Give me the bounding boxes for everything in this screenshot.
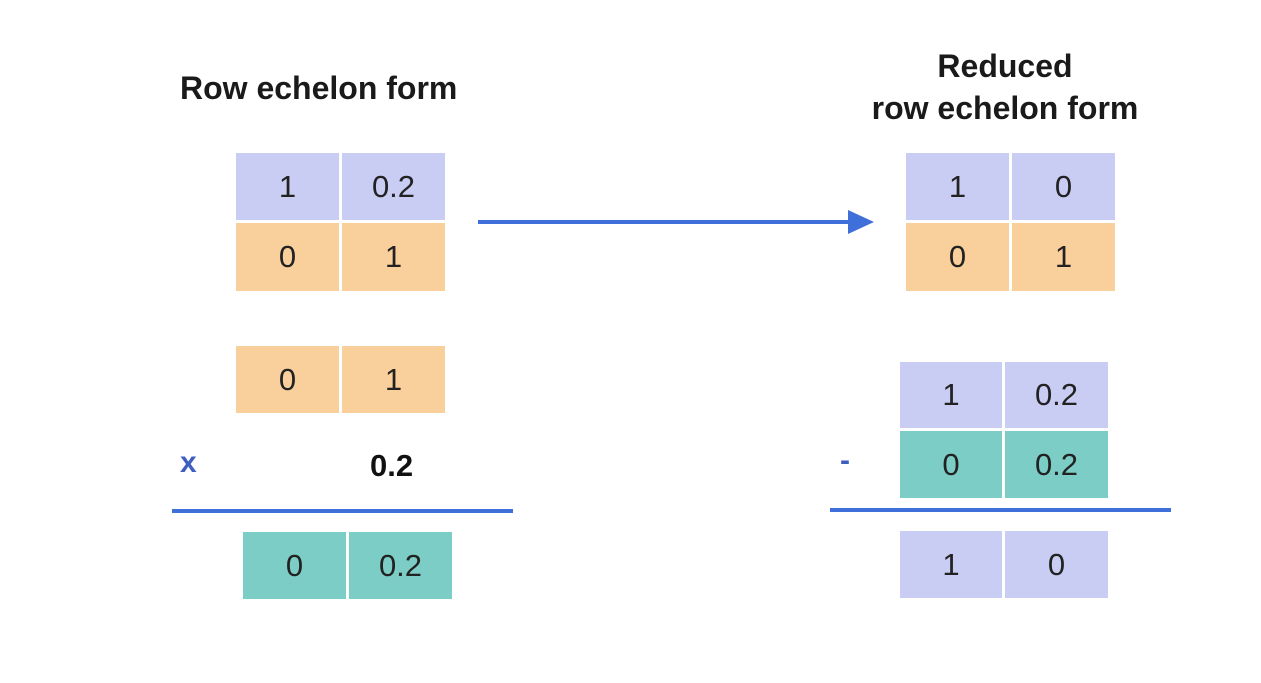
- right-calc-sub-c2: 0.2: [1005, 431, 1108, 498]
- subtract-operator: -: [840, 444, 850, 477]
- left-matrix-r1c1: 1: [236, 153, 339, 220]
- left-matrix-r2c1: 0: [236, 223, 339, 291]
- left-matrix-r1c2: 0.2: [342, 153, 445, 220]
- right-calc-rule: [830, 508, 1171, 512]
- left-calc-rule: [172, 509, 513, 513]
- scalar-value: 0.2: [370, 448, 414, 483]
- left-title: Row echelon form: [180, 70, 458, 106]
- right-matrix-r1c1: 1: [906, 153, 1009, 220]
- right-matrix-r2c1: 0: [906, 223, 1009, 291]
- right-calc-result-c1: 1: [900, 531, 1002, 598]
- left-calc-result-c1: 0: [243, 532, 346, 599]
- right-calc-row-c1: 1: [900, 362, 1002, 428]
- left-matrix-r2c2: 1: [342, 223, 445, 291]
- transform-arrow-icon: [478, 210, 874, 234]
- left-calc-row-c2: 1: [342, 346, 445, 413]
- left-calc-row-c1: 0: [236, 346, 339, 413]
- left-calc-result-c2: 0.2: [349, 532, 452, 599]
- multiply-operator: x: [180, 446, 197, 479]
- right-matrix-r2c2: 1: [1012, 223, 1115, 291]
- right-title-line1: Reduced: [937, 48, 1073, 84]
- right-calc-result-c2: 0: [1005, 531, 1108, 598]
- right-matrix-r1c2: 0: [1012, 153, 1115, 220]
- right-calc-sub-c1: 0: [900, 431, 1002, 498]
- right-title-line2: row echelon form: [871, 90, 1139, 126]
- right-calc-row-c2: 0.2: [1005, 362, 1108, 428]
